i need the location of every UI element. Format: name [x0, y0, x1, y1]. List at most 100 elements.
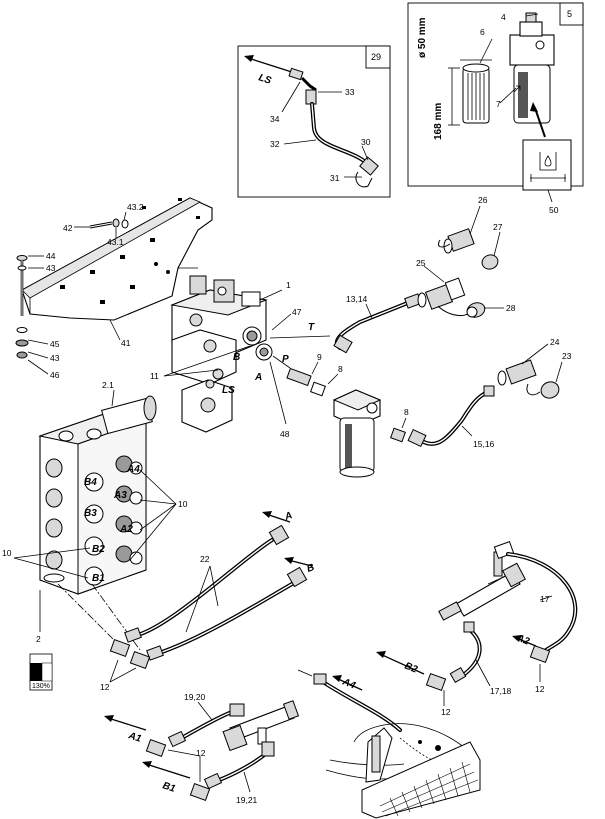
implement-deck — [297, 669, 481, 819]
part-8-a: 8 — [338, 364, 343, 374]
return-hose — [333, 293, 422, 354]
part-11: 11 — [150, 371, 159, 381]
port-b1: B1 — [92, 573, 105, 584]
coupler-24 — [497, 359, 537, 386]
part-28: 28 — [506, 303, 516, 313]
part-48: 48 — [280, 429, 290, 439]
port-label-ls-top: LS — [257, 72, 273, 87]
port-p: P — [282, 354, 289, 365]
bolt-42 — [89, 218, 129, 229]
hose-19-20 — [167, 703, 245, 748]
part-6: 6 — [480, 27, 485, 37]
control-valve-block — [38, 395, 157, 595]
part-19-21: 19,21 — [236, 795, 258, 805]
part-26: 26 — [478, 195, 488, 205]
fitting-8 — [390, 427, 406, 443]
part-15-16: 15,16 — [473, 439, 495, 449]
part-12-c: 12 — [441, 707, 451, 717]
part-42: 42 — [63, 223, 73, 233]
arrow-label-b1: B1 — [161, 780, 177, 795]
arrow-label-a: A — [283, 510, 294, 523]
pressure-hose — [407, 385, 495, 448]
part-9: 9 — [317, 352, 322, 362]
inline-fittings — [286, 367, 326, 397]
part-30: 30 — [361, 137, 371, 147]
part-43-b: 43 — [50, 353, 60, 363]
part-2: 2 — [36, 634, 41, 644]
mounting-bracket — [21, 197, 213, 321]
pressure-filter — [332, 389, 382, 478]
port-b2: B2 — [92, 544, 105, 555]
filter-element — [462, 63, 490, 124]
part-46: 46 — [50, 370, 60, 380]
cap-28 — [466, 302, 486, 318]
part-8-b: 8 — [404, 407, 409, 417]
cap-23 — [526, 381, 560, 399]
part-31: 31 — [330, 173, 340, 183]
port-b4: B4 — [84, 477, 97, 488]
part-10-b: 10 — [2, 548, 12, 558]
part-7: 7 — [496, 99, 501, 109]
part-27: 27 — [493, 222, 503, 232]
part-43-1: 43.1 — [107, 237, 124, 247]
part-12-d: 12 — [196, 748, 206, 758]
box-29-number: 29 — [371, 52, 381, 62]
part-47: 47 — [292, 307, 302, 317]
part-44: 44 — [46, 251, 56, 261]
part-4: 4 — [501, 12, 506, 22]
part-34: 34 — [270, 114, 280, 124]
part-2-1: 2.1 — [102, 380, 114, 390]
part-1: 1 — [286, 280, 291, 290]
coupler-26 — [437, 228, 475, 254]
part-43-2: 43.2 — [127, 202, 144, 212]
part-25: 25 — [416, 258, 426, 268]
part-12-a: 12 — [100, 682, 110, 692]
part-13-14: 13,14 — [346, 294, 368, 304]
part-50: 50 — [549, 205, 559, 215]
fittings-12-bottom — [145, 738, 211, 802]
fittings-12-left — [109, 638, 151, 670]
height-dimension: 168 mm — [433, 103, 444, 140]
cylinder-left — [222, 700, 300, 752]
hose-17-18 — [425, 621, 482, 692]
arrow-label-a4: A4 — [340, 676, 357, 692]
arrow-label-a1: A1 — [126, 730, 143, 745]
port-a2: A2 — [119, 524, 133, 535]
part-41: 41 — [121, 338, 131, 348]
hose-17 — [506, 552, 578, 664]
box-5-number: 5 — [567, 9, 572, 19]
part-12-b: 12 — [535, 684, 545, 694]
coupler-25 — [417, 277, 471, 316]
part-10-a: 10 — [178, 499, 188, 509]
port-b: B — [233, 352, 240, 363]
arrow-label-b: B — [306, 562, 316, 575]
part-45: 45 — [50, 339, 60, 349]
port-b3: B3 — [84, 508, 97, 519]
part-23: 23 — [562, 351, 572, 361]
inlet-valve-block — [170, 275, 273, 433]
oil-symbol-box: 50 — [522, 139, 572, 215]
port-ls: LS — [222, 385, 235, 396]
hose-pair-22 — [124, 524, 308, 661]
cap-27 — [481, 254, 499, 270]
cylinder-right — [438, 540, 526, 621]
part-33: 33 — [345, 87, 355, 97]
part-43-a: 43 — [46, 263, 56, 273]
part-17-18: 17,18 — [490, 686, 512, 696]
port-a3: A3 — [113, 490, 127, 501]
port-a: A — [254, 372, 262, 383]
part-22: 22 — [200, 554, 210, 564]
scale-indicator: 130% — [29, 653, 53, 691]
part-17: 17 — [540, 594, 550, 604]
hose-19-21 — [203, 741, 275, 790]
diameter-dimension: ø 50 mm — [417, 17, 428, 58]
port-t: T — [308, 322, 315, 333]
arrow-label-b2: B2 — [403, 661, 419, 676]
arrow-label-a2: A2 — [514, 632, 531, 648]
bolt-44 — [15, 255, 29, 359]
part-19-20: 19,20 — [184, 692, 206, 702]
scale-label: 130% — [32, 683, 50, 690]
inset-box-5: 5 ø 50 mm 168 mm 4 6 — [407, 2, 584, 187]
filter-housing — [509, 12, 555, 124]
